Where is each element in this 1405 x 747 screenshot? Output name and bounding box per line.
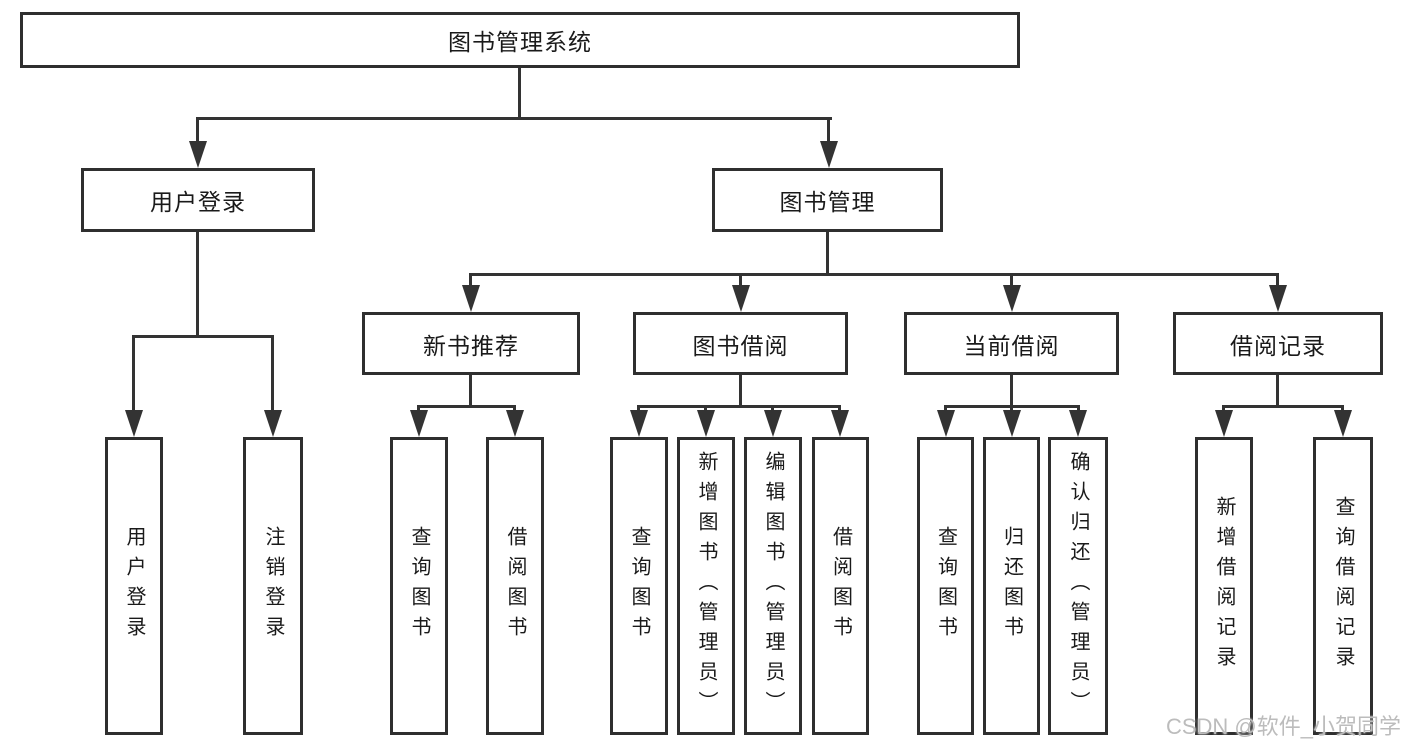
arrow-down — [1069, 410, 1087, 437]
node-new-book-recommend: 新书推荐 — [362, 312, 580, 375]
connector-recommend-c1-drop — [417, 405, 420, 413]
connector-recommend-bus — [417, 405, 516, 408]
connector-recommend-drop — [469, 273, 472, 289]
arrow-down — [831, 410, 849, 437]
arrow-down — [630, 410, 648, 437]
node-new-book-recommend-label: 新书推荐 — [423, 332, 519, 359]
arrow-down — [764, 410, 782, 437]
leaf-records-query-record: 查询借阅记录 — [1313, 437, 1373, 735]
connector-records-bus — [1222, 405, 1344, 408]
node-root-system: 图书管理系统 — [20, 12, 1020, 68]
connector-borrow-stem — [739, 375, 742, 405]
leaf-borrow-add-book-admin: 新增图书（管理员） — [677, 437, 735, 735]
leaf-current-query-book-label: 查询图书 — [934, 526, 957, 646]
connector-level2-bus — [197, 117, 832, 120]
connector-records-drop — [1276, 273, 1279, 289]
node-borrow-records: 借阅记录 — [1173, 312, 1383, 375]
connector-borrow-c4-drop — [838, 405, 841, 413]
leaf-borrow-add-book-admin-label: 新增图书（管理员） — [695, 451, 717, 721]
arrow-down — [506, 410, 524, 437]
connector-recommend-c2-drop — [513, 405, 516, 413]
connector-borrow-drop — [739, 273, 742, 289]
arrow-down — [1269, 285, 1287, 312]
arrow-down — [1215, 410, 1233, 437]
leaf-recommend-query-book: 查询图书 — [390, 437, 448, 735]
connector-current-c3-drop — [1077, 405, 1080, 413]
leaf-recommend-borrow-book: 借阅图书 — [486, 437, 544, 735]
leaf-borrow-query-book: 查询图书 — [610, 437, 668, 735]
connector-borrow-c3-drop — [771, 405, 774, 413]
connector-root-stem — [518, 68, 521, 117]
node-root-label: 图书管理系统 — [448, 29, 592, 55]
connector-borrow-c1-drop — [637, 405, 640, 413]
leaf-current-confirm-return-admin-label: 确认归还（管理员） — [1067, 451, 1089, 721]
node-user-login: 用户登录 — [81, 168, 315, 232]
node-book-management-label: 图书管理 — [779, 189, 876, 215]
node-current-borrow-label: 当前借阅 — [963, 332, 1060, 359]
arrow-down — [264, 410, 282, 437]
connector-records-stem — [1276, 375, 1279, 405]
leaf-current-return-book-label: 归还图书 — [1000, 526, 1023, 646]
connector-login-stem — [196, 232, 199, 335]
leaf-current-query-book: 查询图书 — [917, 437, 974, 735]
node-user-login-label: 用户登录 — [150, 189, 246, 215]
leaf-borrow-borrow-book-label: 借阅图书 — [829, 526, 852, 646]
connector-recommend-stem — [469, 375, 472, 405]
connector-current-stem — [1010, 375, 1013, 405]
arrow-down — [820, 141, 838, 168]
node-book-management: 图书管理 — [712, 168, 943, 232]
watermark: CSDN @软件_小贺同学 — [1165, 714, 1401, 739]
arrow-down — [125, 410, 143, 437]
arrow-down — [697, 410, 715, 437]
arrow-down — [1334, 410, 1352, 437]
leaf-user-login-label: 用户登录 — [123, 526, 145, 646]
leaf-borrow-query-book-label: 查询图书 — [628, 526, 650, 646]
arrow-down — [1003, 410, 1021, 437]
arrow-down — [937, 410, 955, 437]
leaf-current-return-book: 归还图书 — [983, 437, 1040, 735]
arrow-down — [462, 285, 480, 312]
node-borrow-records-label: 借阅记录 — [1230, 332, 1326, 359]
arrow-down — [1003, 285, 1021, 312]
connector-current-drop — [1010, 273, 1013, 289]
node-book-borrow: 图书借阅 — [633, 312, 848, 375]
node-book-borrow-label: 图书借阅 — [692, 332, 789, 359]
connector-borrow-c2-drop — [704, 405, 707, 413]
leaf-logout: 注销登录 — [243, 437, 303, 735]
leaf-borrow-borrow-book: 借阅图书 — [812, 437, 869, 735]
connector-login-child2-drop — [271, 335, 274, 415]
leaf-recommend-query-book-label: 查询图书 — [408, 526, 430, 646]
leaf-records-query-record-label: 查询借阅记录 — [1332, 496, 1354, 676]
leaf-borrow-edit-book-admin-label: 编辑图书（管理员） — [762, 451, 784, 721]
connector-management-stem — [826, 232, 829, 273]
connector-current-c2-drop — [1010, 405, 1013, 413]
arrow-down — [410, 410, 428, 437]
leaf-current-confirm-return-admin: 确认归还（管理员） — [1048, 437, 1108, 735]
connector-login-bus — [132, 335, 274, 338]
leaf-logout-label: 注销登录 — [262, 526, 284, 646]
connector-records-c2-drop — [1341, 405, 1344, 413]
leaf-user-login: 用户登录 — [105, 437, 163, 735]
connector-level3-bus — [469, 273, 1279, 276]
connector-management-drop — [827, 117, 830, 145]
connector-current-c1-drop — [944, 405, 947, 413]
arrow-down — [732, 285, 750, 312]
node-current-borrow: 当前借阅 — [904, 312, 1119, 375]
arrow-down — [189, 141, 207, 168]
leaf-borrow-edit-book-admin: 编辑图书（管理员） — [744, 437, 802, 735]
connector-borrow-bus — [637, 405, 841, 408]
leaf-recommend-borrow-book-label: 借阅图书 — [504, 526, 526, 646]
leaf-records-add-record-label: 新增借阅记录 — [1213, 496, 1235, 676]
connector-records-c1-drop — [1222, 405, 1225, 413]
connector-login-drop — [196, 117, 199, 145]
leaf-records-add-record: 新增借阅记录 — [1195, 437, 1253, 735]
connector-login-child1-drop — [132, 335, 135, 415]
